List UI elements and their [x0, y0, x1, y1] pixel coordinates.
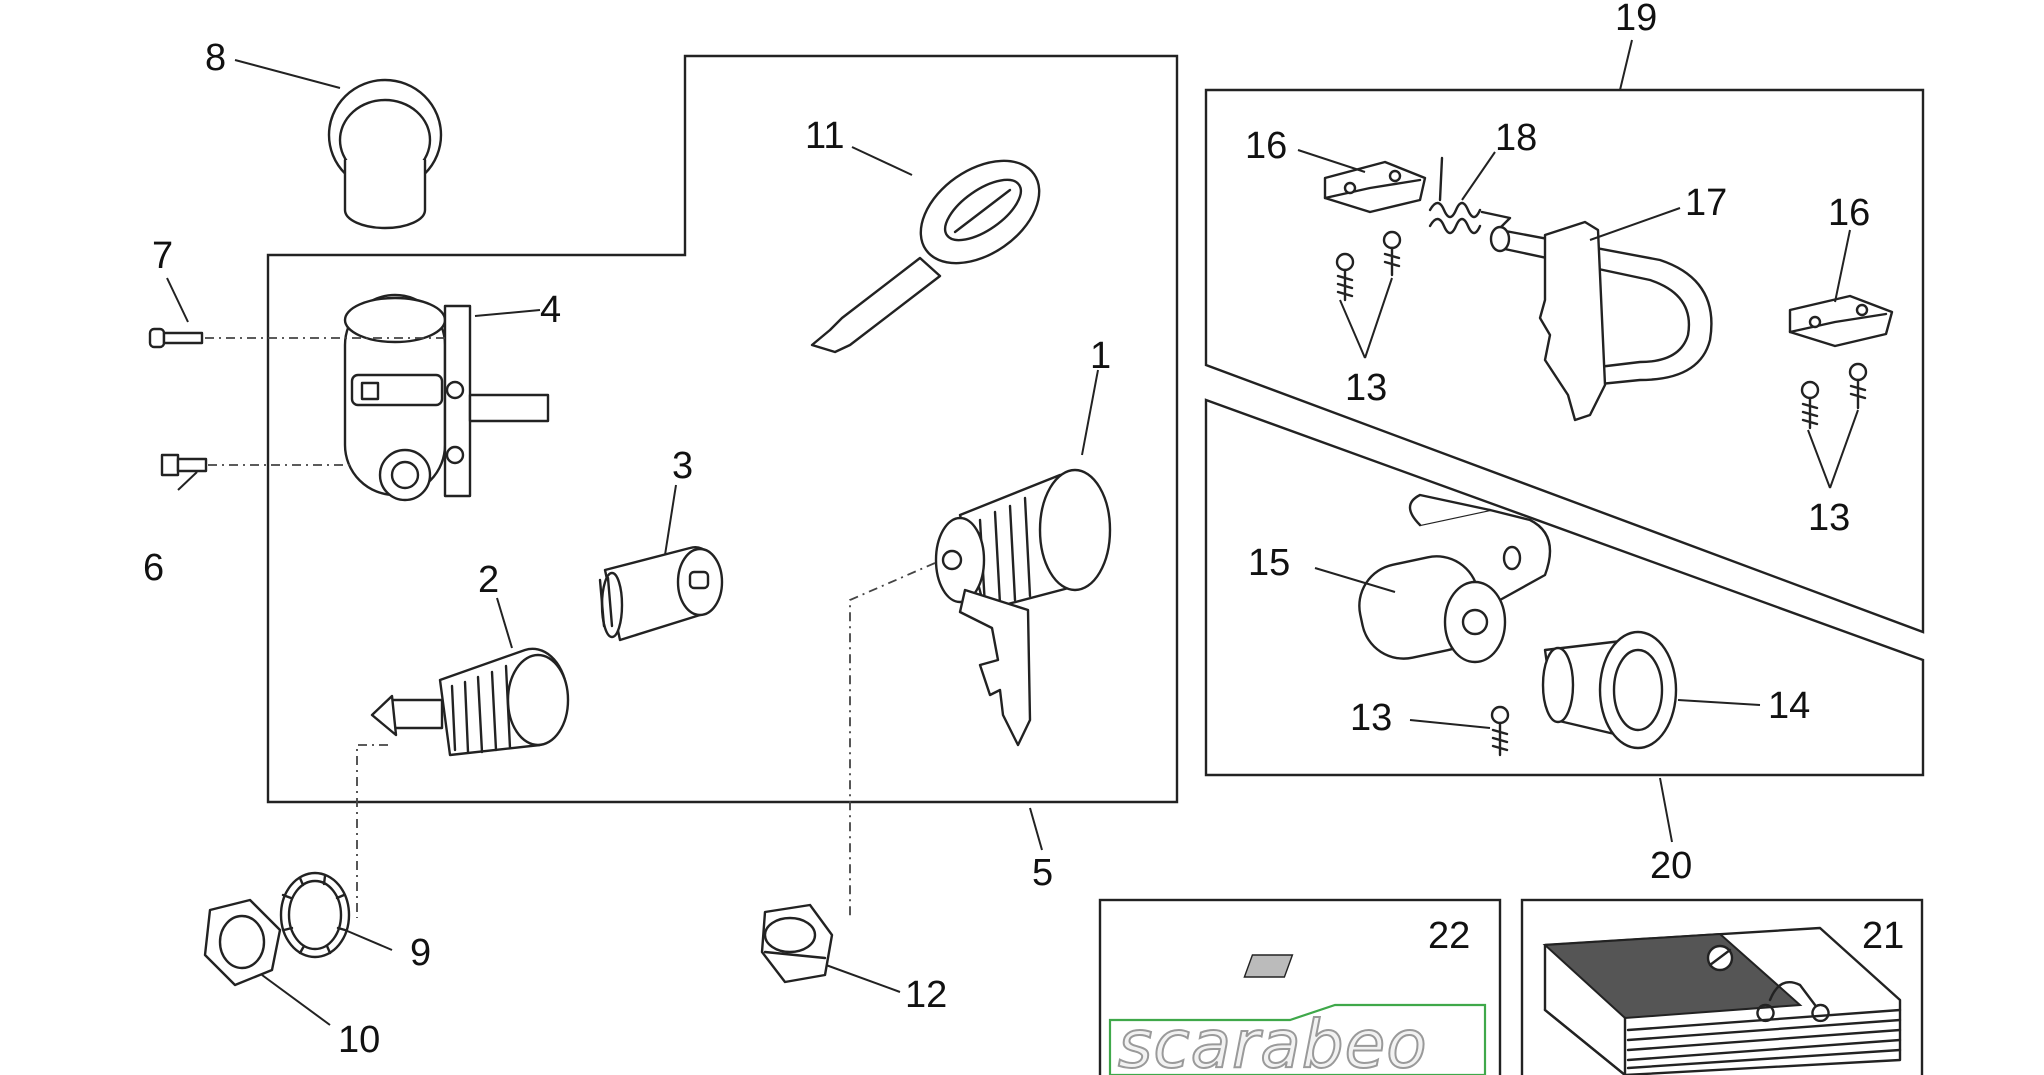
leader-6: [177, 471, 198, 491]
part-6-bolt: [160, 453, 208, 477]
part-12-nut: [760, 903, 834, 984]
box-21: [1520, 898, 1924, 1075]
part-13-screw-bottom: [1490, 705, 1510, 757]
leader-20: [1659, 777, 1673, 843]
leader-17: [1589, 207, 1681, 241]
leader-2: [496, 597, 513, 649]
callout-18: 18: [1495, 117, 1537, 159]
part-14-bushing: [1541, 630, 1678, 750]
part-13-screws-top-right: [1800, 362, 1868, 430]
callout-22: 22: [1428, 915, 1470, 957]
align-line-2: [356, 744, 388, 918]
leader-3: [664, 484, 677, 556]
leader-14: [1677, 699, 1761, 706]
callout-19: 19: [1615, 0, 1657, 39]
owners-manual-booklet: [1243, 926, 1902, 1075]
leader-10: [261, 974, 331, 1026]
callout-11: 11: [805, 115, 844, 157]
callout-8: 8: [205, 37, 226, 79]
leader-16b: [1834, 229, 1851, 303]
leader-4: [474, 309, 541, 317]
part-18-spring: [1428, 156, 1512, 235]
part-1-seat-lock: [934, 468, 1112, 747]
part-17-latch: [1489, 220, 1713, 422]
part-9-washer: [279, 871, 351, 959]
leader-11: [851, 146, 913, 176]
callout-17: 17: [1685, 182, 1727, 224]
part-2-lock-barrel: [370, 647, 570, 757]
kit-frame-19: [1204, 88, 1925, 634]
leader-5: [1029, 807, 1043, 851]
kit-frame-20: [1204, 398, 1925, 777]
callout-10: 10: [338, 1019, 380, 1061]
callout-13c: 13: [1350, 697, 1392, 739]
leader-1: [1081, 369, 1099, 456]
part-3-lock-cylinder: [598, 546, 724, 642]
callout-13a: 13: [1345, 367, 1387, 409]
part-8-sleeve: [327, 78, 443, 230]
leader-18: [1461, 151, 1496, 201]
part-11-key: [810, 159, 1041, 354]
svg-text:scarabeo: scarabeo: [1118, 1006, 1428, 1075]
leader-7: [166, 277, 189, 323]
leader-12: [825, 964, 901, 993]
callout-9: 9: [410, 932, 431, 974]
part-7-screw: [148, 327, 204, 349]
part-16-bracket-left: [1323, 160, 1427, 214]
leader-13a: [1339, 277, 1393, 359]
leader-15: [1314, 567, 1396, 593]
part-16-bracket-right: [1788, 294, 1894, 348]
callout-16a: 16: [1245, 125, 1287, 167]
callout-13b: 13: [1808, 497, 1850, 539]
callout-12: 12: [905, 974, 947, 1016]
callout-3: 3: [672, 445, 693, 487]
leader-16a: [1297, 149, 1366, 173]
align-line-1: [849, 562, 936, 920]
callout-14: 14: [1768, 685, 1810, 727]
callout-16b: 16: [1828, 192, 1870, 234]
callout-21: 21: [1862, 915, 1904, 957]
callout-15: 15: [1248, 542, 1290, 584]
callout-2: 2: [478, 559, 499, 601]
leader-9: [344, 929, 393, 951]
leader-8: [234, 59, 341, 89]
callout-7: 7: [152, 235, 173, 277]
part-15-lock-housing: [1358, 493, 1552, 664]
part-13-screws-top-left: [1335, 230, 1402, 302]
leader-19: [1619, 39, 1633, 91]
callout-6: 6: [143, 547, 164, 589]
callout-1: 1: [1090, 335, 1111, 377]
scarabeo-logo: scarabeo: [1108, 1003, 1487, 1075]
part-10-hex-nut: [203, 898, 282, 987]
part-4-ignition-switch: [343, 293, 550, 502]
box-22: [1098, 898, 1502, 1075]
leader-13c: [1409, 719, 1491, 729]
callout-4: 4: [540, 289, 561, 331]
callout-20: 20: [1650, 845, 1692, 887]
callout-5: 5: [1032, 852, 1053, 894]
leader-13b: [1807, 409, 1859, 489]
kit-frame-5: [266, 54, 1179, 804]
